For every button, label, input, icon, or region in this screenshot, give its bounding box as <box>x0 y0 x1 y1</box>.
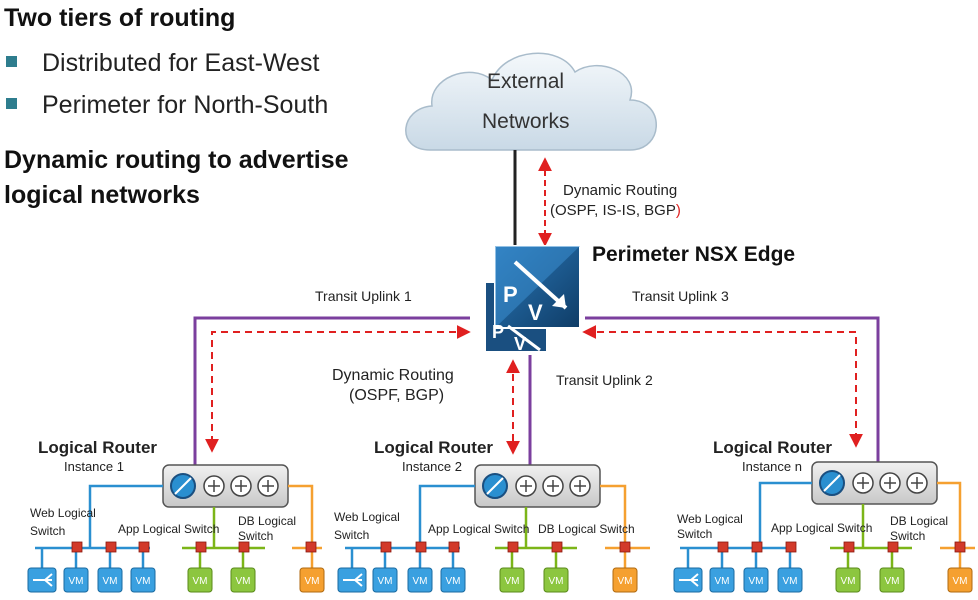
router-2-web-switch-line2: Switch <box>334 528 370 542</box>
vm-label: VM <box>618 576 633 587</box>
router-2-db-switch: DB Logical Switch <box>538 522 635 536</box>
load-balancer-icon <box>27 567 703 593</box>
vm-label: VM <box>69 576 84 587</box>
svg-text:V: V <box>514 334 526 354</box>
router-1-db-switch-line1: DB Logical <box>238 514 297 528</box>
vm-label: VM <box>549 576 564 587</box>
bullet-square-icon <box>6 56 17 67</box>
svg-text:V: V <box>528 300 543 325</box>
router-n-db-switch-line1: DB Logical <box>890 514 949 528</box>
bullet-north-south: Perimeter for North-South <box>42 91 329 119</box>
nsx-edge-icon <box>484 245 581 353</box>
router-n-instance: Instance n <box>742 459 802 474</box>
bullet-square-icon <box>6 98 17 109</box>
router-n-web-switch-line2: Switch <box>677 527 713 541</box>
vm-label: VM <box>841 576 856 587</box>
vm-label: VM <box>953 576 968 587</box>
vm-label: VM <box>378 576 393 587</box>
router-2-instance: Instance 2 <box>402 459 462 474</box>
uplink-3-label: Transit Uplink 3 <box>632 288 729 304</box>
cloud-label-line1: External <box>487 70 565 93</box>
logical-router-2 <box>474 464 601 508</box>
uplink-2-label: Transit Uplink 2 <box>556 372 653 388</box>
middle-routing-label: Dynamic Routing <box>332 367 454 384</box>
heading-two-tiers: Two tiers of routing <box>4 4 236 32</box>
router-1-title: Logical Router <box>38 438 158 457</box>
router-2-title: Logical Router <box>374 438 494 457</box>
router-n-title: Logical Router <box>713 438 833 457</box>
perimeter-edge-title: Perimeter NSX Edge <box>592 243 796 266</box>
vm-label: VM <box>305 576 320 587</box>
bullet-east-west: Distributed for East-West <box>42 49 320 77</box>
vm-label: VM <box>715 576 730 587</box>
middle-routing-protocols: (OSPF, BGP) <box>349 387 445 404</box>
edge-routing-protocols: (OSPF, IS-IS, BGP) <box>550 202 681 219</box>
vm-label: VM <box>193 576 208 587</box>
logical-router-1 <box>162 464 289 508</box>
router-n-web-switch-line1: Web Logical <box>677 512 743 526</box>
transit-uplinks <box>193 316 880 470</box>
router-n-app-switch: App Logical Switch <box>771 521 873 535</box>
vm-label: VM <box>446 576 461 587</box>
vm-label: VM <box>783 576 798 587</box>
router-2-app-switch: App Logical Switch <box>428 522 530 536</box>
edge-routing-label: Dynamic Routing <box>563 182 678 199</box>
vm-icons <box>63 567 973 593</box>
logical-router-n <box>811 461 938 505</box>
vm-label: VM <box>885 576 900 587</box>
cloud-label-line2: Networks <box>482 110 570 133</box>
vm-label: VM <box>103 576 118 587</box>
router-n-db-switch-line2: Switch <box>890 529 926 543</box>
router-1-db-switch-line2: Switch <box>238 529 274 543</box>
edge-icon-letters: P V P V <box>492 282 543 354</box>
router-2-web-switch-line1: Web Logical <box>334 510 400 524</box>
vm-label: VM <box>136 576 151 587</box>
switch-wiring-n <box>680 481 975 568</box>
cloud-icon <box>405 52 657 151</box>
router-1-app-switch: App Logical Switch <box>118 522 220 536</box>
heading-dynamic-routing-line2: logical networks <box>4 181 200 209</box>
vm-labels: VM VM VM VM VM VM VM VM VM VM VM VM VM V… <box>69 576 968 587</box>
vm-label: VM <box>505 576 520 587</box>
router-1-web-switch-line1: Web Logical <box>30 506 96 520</box>
vm-label: VM <box>749 576 764 587</box>
svg-text:P: P <box>492 322 504 342</box>
uplink-1-label: Transit Uplink 1 <box>315 288 412 304</box>
router-1-instance: Instance 1 <box>64 459 124 474</box>
firewall-icon <box>71 541 966 553</box>
svg-text:P: P <box>503 282 518 307</box>
heading-dynamic-routing-line1: Dynamic routing to advertise <box>4 146 349 174</box>
vm-label: VM <box>413 576 428 587</box>
vm-label: VM <box>236 576 251 587</box>
router-routing-arrows <box>205 325 863 455</box>
router-1-web-switch-line2: Switch <box>30 524 66 538</box>
